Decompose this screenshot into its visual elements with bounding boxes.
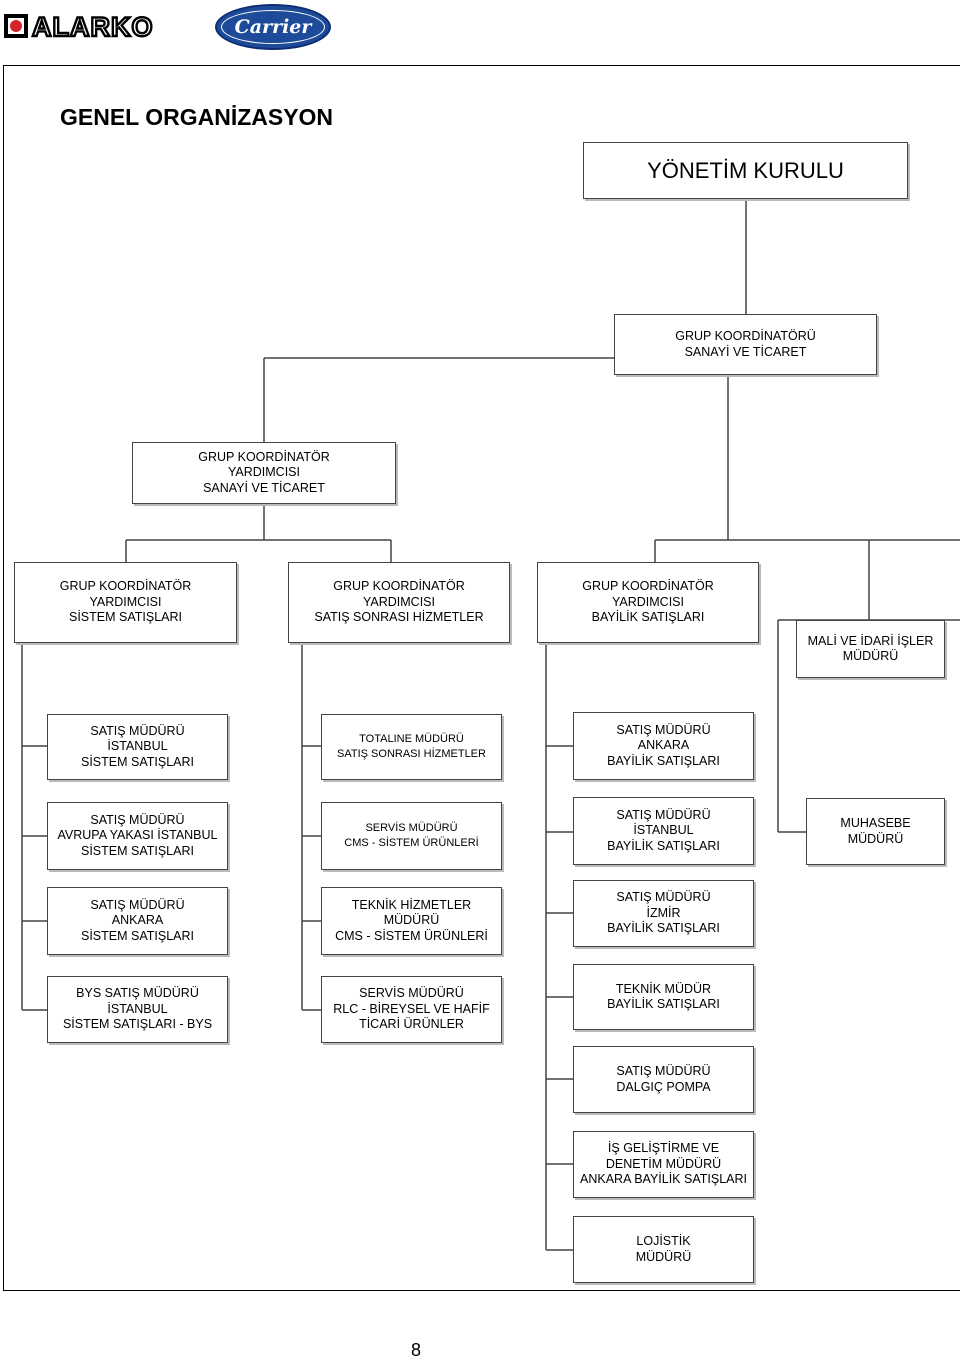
node-gky-sistem-satislari: GRUP KOORDİNATÖR YARDIMCISI SİSTEM SATIŞ…	[14, 562, 237, 643]
node-sm-dalgic-pompa: SATIŞ MÜDÜRÜ DALGIÇ POMPA	[573, 1046, 754, 1113]
node-sm-istanbul-bayilik: SATIŞ MÜDÜRÜ İSTANBUL BAYİLİK SATIŞLARI	[573, 797, 754, 865]
node-sm-ankara-bayilik: SATIŞ MÜDÜRÜ ANKARA BAYİLİK SATIŞLARI	[573, 712, 754, 780]
node-grup-koordinatoru: GRUP KOORDİNATÖRÜ SANAYİ VE TİCARET	[614, 314, 877, 375]
node-mali-idari-isler: MALİ VE İDARİ İŞLER MÜDÜRÜ	[796, 620, 945, 678]
node-sm-izmir-bayilik: SATIŞ MÜDÜRÜ İZMİR BAYİLİK SATIŞLARI	[573, 880, 754, 947]
chart-frame	[3, 65, 960, 1291]
node-gky-sanayi-ticaret: GRUP KOORDİNATÖR YARDIMCISI SANAYİ VE Tİ…	[132, 442, 396, 504]
node-teknik-bayilik: TEKNİK MÜDÜR BAYİLİK SATIŞLARI	[573, 964, 754, 1030]
carrier-logo-text: Carrier	[234, 16, 312, 38]
node-sm-istanbul-sistem: SATIŞ MÜDÜRÜ İSTANBUL SİSTEM SATIŞLARI	[47, 714, 228, 780]
node-sm-avrupa-sistem: SATIŞ MÜDÜRÜ AVRUPA YAKASI İSTANBUL SİST…	[47, 802, 228, 870]
alarko-logo-text: ALARKO	[32, 12, 154, 40]
node-muhasebe: MUHASEBE MÜDÜRÜ	[806, 798, 945, 865]
page-number: 8	[410, 1340, 421, 1360]
node-servis-cms: SERVİS MÜDÜRÜ CMS - SİSTEM ÜRÜNLERİ	[321, 802, 502, 870]
alarko-logo: ALARKO	[4, 12, 154, 40]
page-title: GENEL ORGANİZASYON	[60, 104, 334, 130]
node-gky-bayilik-satislari: GRUP KOORDİNATÖR YARDIMCISI BAYİLİK SATI…	[537, 562, 759, 643]
node-totaline: TOTALINE MÜDÜRÜ SATIŞ SONRASI HİZMETLER	[321, 714, 502, 780]
node-yonetim-kurulu: YÖNETİM KURULU	[583, 142, 908, 199]
node-teknik-cms: TEKNİK HİZMETLER MÜDÜRÜ CMS - SİSTEM ÜRÜ…	[321, 887, 502, 955]
carrier-logo-ring	[221, 10, 325, 44]
node-bys-satis: BYS SATIŞ MÜDÜRÜ İSTANBUL SİSTEM SATIŞLA…	[47, 976, 228, 1043]
node-lojistik: LOJİSTİK MÜDÜRÜ	[573, 1216, 754, 1283]
node-gky-satis-sonrasi: GRUP KOORDİNATÖR YARDIMCISI SATIŞ SONRAS…	[288, 562, 510, 643]
node-sm-ankara-sistem: SATIŞ MÜDÜRÜ ANKARA SİSTEM SATIŞLARI	[47, 887, 228, 955]
node-servis-rlc: SERVİS MÜDÜRÜ RLC - BİREYSEL VE HAFİF Tİ…	[321, 976, 502, 1043]
carrier-logo: Carrier	[215, 4, 331, 50]
node-is-gelistirme: İŞ GELİŞTİRME VE DENETİM MÜDÜRÜ ANKARA B…	[573, 1131, 754, 1198]
